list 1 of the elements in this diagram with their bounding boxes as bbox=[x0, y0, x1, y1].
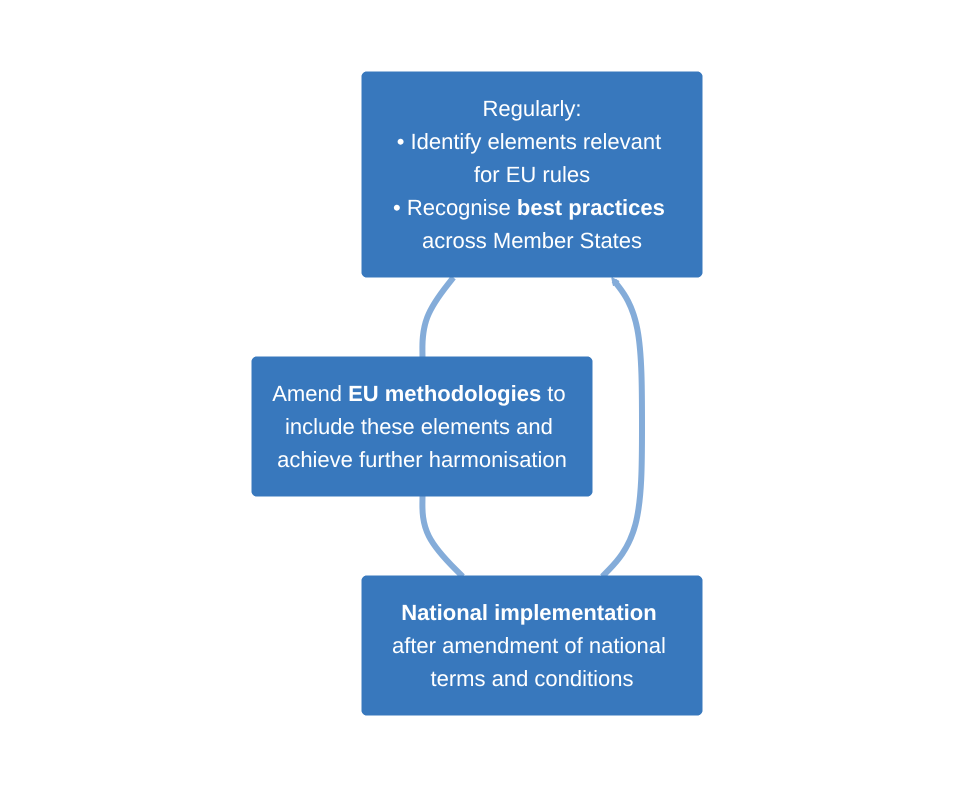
connector bbox=[418, 276, 456, 358]
